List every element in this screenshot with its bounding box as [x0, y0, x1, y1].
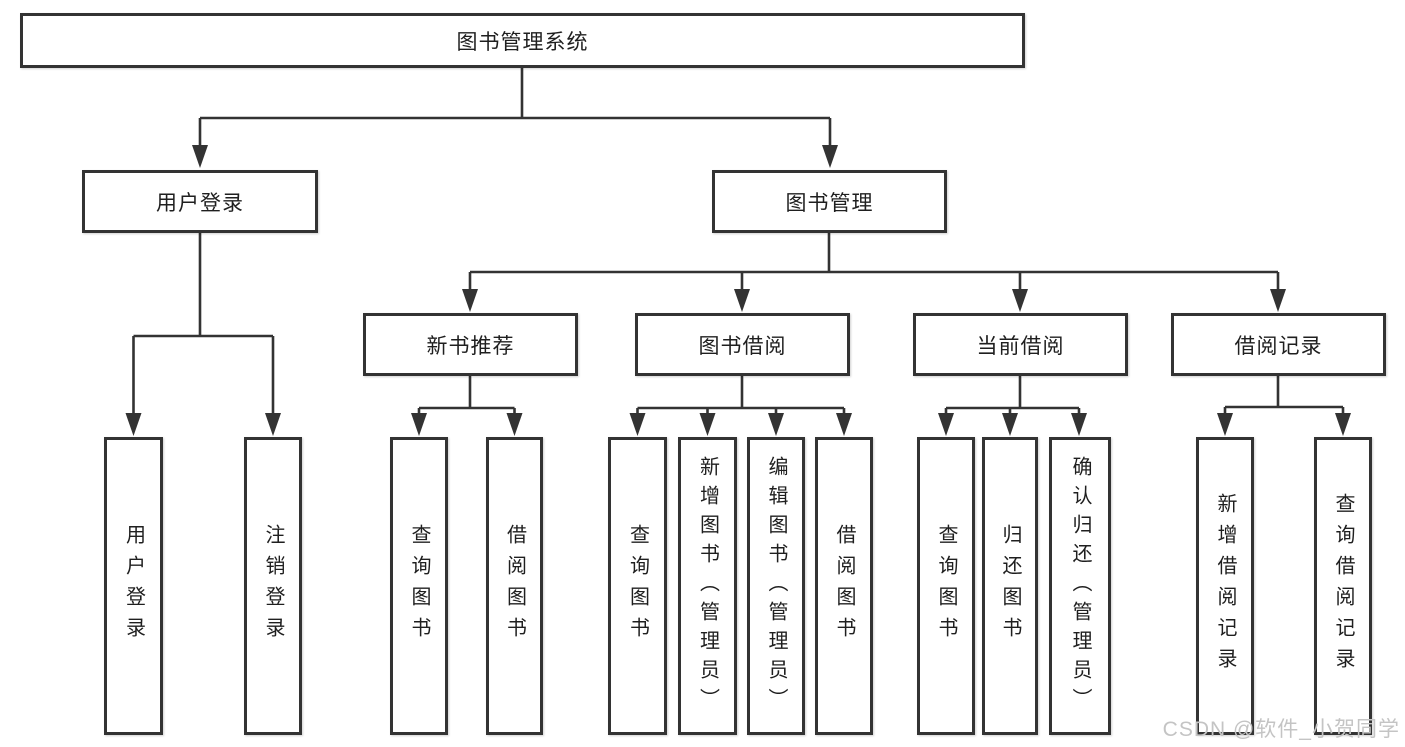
node-borrowing-records: 借阅记录 — [1171, 313, 1386, 376]
leaf-newbook-query-books: 查询图书 — [390, 437, 448, 735]
leaf-current-query-books: 查询图书 — [917, 437, 975, 735]
node-root: 图书管理系统 — [20, 13, 1025, 68]
leaf-borrow-edit-books-admin-label: 编辑图书（管理员） — [765, 455, 787, 717]
leaf-records-query-record: 查询借阅记录 — [1314, 437, 1372, 735]
leaf-newbook-borrow-books-label: 借阅图书 — [503, 524, 526, 648]
leaf-current-return-books-label: 归还图书 — [999, 524, 1021, 648]
node-current-borrowing: 当前借阅 — [913, 313, 1128, 376]
leaf-records-add-record-label: 新增借阅记录 — [1214, 493, 1236, 679]
leaf-records-add-record: 新增借阅记录 — [1196, 437, 1254, 735]
node-book-borrowing: 图书借阅 — [635, 313, 850, 376]
leaf-logout-label: 注销登录 — [262, 524, 284, 648]
node-new-book-recommend: 新书推荐 — [363, 313, 578, 376]
leaf-logout: 注销登录 — [244, 437, 302, 735]
leaf-current-return-books: 归还图书 — [982, 437, 1038, 735]
leaf-borrow-query-books: 查询图书 — [608, 437, 667, 735]
watermark: CSDN @软件_小贺同学 — [1162, 718, 1400, 741]
leaf-current-confirm-return-admin-label: 确认归还（管理员） — [1069, 455, 1091, 717]
node-book-management-label: 图书管理 — [785, 191, 874, 215]
node-user-login-label: 用户登录 — [156, 191, 244, 215]
leaf-current-confirm-return-admin: 确认归还（管理员） — [1049, 437, 1111, 735]
leaf-user-login-label: 用户登录 — [122, 524, 145, 648]
node-new-book-recommend-label: 新书推荐 — [426, 334, 515, 358]
leaf-borrow-borrow-books-label: 借阅图书 — [833, 524, 855, 648]
node-borrowing-records-label: 借阅记录 — [1234, 334, 1323, 358]
node-root-label: 图书管理系统 — [456, 30, 589, 54]
leaf-records-query-record-label: 查询借阅记录 — [1332, 493, 1354, 679]
leaf-borrow-query-books-label: 查询图书 — [626, 524, 649, 648]
node-book-borrowing-label: 图书借阅 — [698, 334, 787, 358]
node-user-login: 用户登录 — [82, 170, 318, 233]
leaf-user-login: 用户登录 — [104, 437, 163, 735]
leaf-newbook-query-books-label: 查询图书 — [408, 524, 430, 648]
leaf-borrow-edit-books-admin: 编辑图书（管理员） — [747, 437, 805, 735]
node-current-borrowing-label: 当前借阅 — [976, 334, 1065, 358]
leaf-current-query-books-label: 查询图书 — [935, 524, 957, 648]
leaf-borrow-add-books-admin-label: 新增图书（管理员） — [696, 455, 719, 717]
leaf-borrow-borrow-books: 借阅图书 — [815, 437, 873, 735]
leaf-newbook-borrow-books: 借阅图书 — [486, 437, 543, 735]
leaf-borrow-add-books-admin: 新增图书（管理员） — [678, 437, 737, 735]
node-book-management: 图书管理 — [712, 170, 947, 233]
